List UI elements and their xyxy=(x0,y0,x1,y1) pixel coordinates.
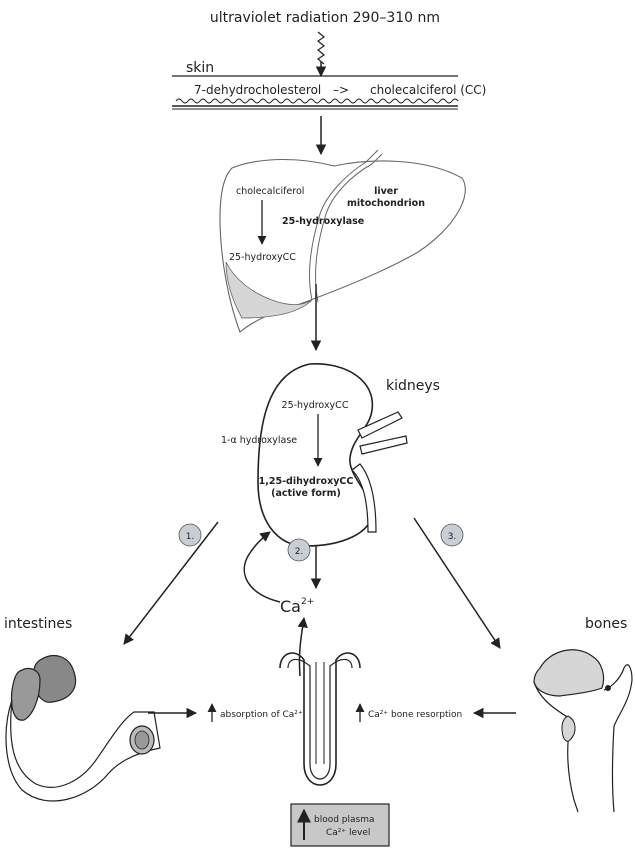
intestines-illustration xyxy=(6,656,160,801)
step-1-label: 1. xyxy=(186,532,195,542)
bones-label: bones xyxy=(585,616,627,632)
kidney-shape xyxy=(258,364,372,546)
calcium-label: Ca2+ xyxy=(280,597,314,616)
liver-enzyme: 25-hydroxylase xyxy=(282,216,364,227)
step-2-label: 2. xyxy=(295,547,304,557)
plasma-line2: Ca²⁺ level xyxy=(326,828,370,838)
kidney-product-line2: (active form) xyxy=(271,488,341,499)
liver-cholecalciferol: cholecalciferol xyxy=(236,186,304,197)
uv-radiation-label: ultraviolet radiation 290–310 nm xyxy=(210,10,440,26)
liver-hydroxycc: 25-hydroxyCC xyxy=(229,252,296,263)
blood-plasma-box xyxy=(291,804,389,846)
reaction-substrate: 7-dehydrocholesterol xyxy=(194,83,321,97)
skin-label: skin xyxy=(186,60,214,76)
arrow-to-intestines xyxy=(124,522,218,644)
intestines-label: intestines xyxy=(4,616,72,632)
resorption-label: Ca²⁺ bone resorption xyxy=(368,710,462,720)
kidney-product-line1: 1,25-dihydroxyCC xyxy=(259,476,354,487)
bone-illustration xyxy=(534,650,632,812)
nephron-tubule-inner-2 xyxy=(316,662,324,764)
step-3-label: 3. xyxy=(448,532,457,542)
liver-title-line1: liver xyxy=(374,186,398,197)
plasma-line1: blood plasma xyxy=(314,815,375,825)
kidney-vessel-lower xyxy=(360,436,407,454)
liver-title-line2: mitochondrion xyxy=(347,198,425,209)
absorption-label: absorption of Ca²⁺ xyxy=(220,710,303,720)
kidney-substrate: 25-hydroxyCC xyxy=(282,400,349,411)
kidney-title: kidneys xyxy=(386,378,440,394)
kidney-enzyme: 1-α hydroxylase xyxy=(221,435,297,446)
uv-squiggle-icon xyxy=(318,32,324,64)
reaction-arrow: –> xyxy=(333,83,349,97)
reaction-product: cholecalciferol (CC) xyxy=(370,83,486,97)
arrow-calcium-feedback xyxy=(244,532,280,602)
skin-wavy-top xyxy=(176,99,458,103)
